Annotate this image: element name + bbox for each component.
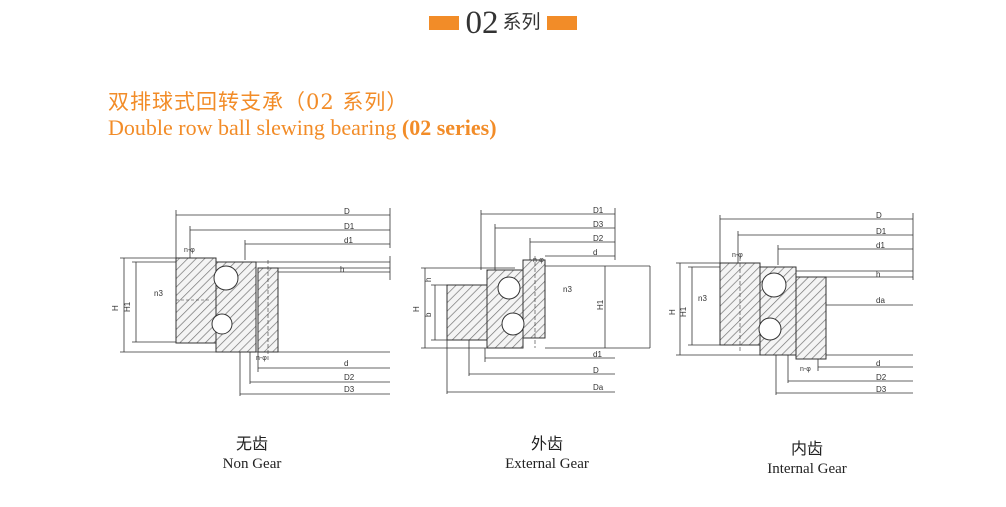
mounting-lines [250, 256, 391, 353]
dim-h: h [340, 265, 344, 274]
dim-n-phi-bottom: n-φ [800, 366, 811, 373]
series-label: 系列 [502, 12, 541, 33]
caption-external-gear-en: External Gear [505, 456, 589, 472]
mounting-lines [545, 265, 651, 349]
caption-non-gear-en: Non Gear [222, 456, 282, 472]
dim-D1-top: D1 [593, 206, 604, 215]
dim-D-bottom: D [593, 366, 599, 375]
dim-n3: n3 [154, 289, 163, 298]
dim-d1-bottom: d1 [593, 350, 602, 359]
upper-ball [213, 265, 239, 291]
dim-h: h [424, 278, 433, 282]
lower-ball [501, 312, 525, 336]
dim-d1-top: d1 [344, 236, 353, 245]
dim-d-bottom: d [876, 359, 880, 368]
dim-D2-bottom: D2 [344, 373, 355, 382]
title-english-prefix: Double row ball slewing bearing [108, 115, 402, 140]
title-english-bold: (02 series) [401, 115, 497, 140]
dimension-lines-top [719, 213, 914, 280]
dim-d-bottom: d [344, 359, 348, 368]
dim-H: H [111, 305, 120, 311]
dimension-lines-bottom [446, 340, 615, 394]
diagram-internal-gear: D D1 d1 H H1 h da n-φ n3 n-φ d D2 D3 [668, 211, 914, 395]
header-right-block [546, 16, 577, 30]
dim-D3-bottom: D3 [876, 385, 887, 394]
dim-d-top: d [593, 248, 597, 257]
dim-H: H [412, 306, 421, 312]
caption-external-gear-cn: 外齿 [530, 434, 563, 453]
dimension-lines-bottom [239, 352, 390, 396]
diagram-external-gear: D1 D3 D2 d H h b H1 n-φ n3 d1 D Da [412, 206, 651, 394]
caption-internal-gear-cn: 内齿 [790, 439, 823, 458]
dimension-lines-bottom [775, 355, 913, 395]
dim-da: da [876, 296, 885, 305]
dim-h: h [876, 270, 880, 279]
gear-ring-section [795, 276, 827, 360]
caption-internal-gear-en: Internal Gear [767, 461, 847, 477]
dim-H1: H1 [123, 301, 132, 312]
dim-n-phi: n-φ [533, 257, 544, 264]
dim-n-phi-bottom: n-φ [256, 355, 267, 362]
caption-internal-gear: 内齿 Internal Gear [737, 435, 877, 478]
upper-ball [761, 272, 787, 298]
dim-D2-bottom: D2 [876, 373, 887, 382]
title-chinese: 双排球式回转支承（02 系列） [108, 90, 409, 114]
caption-non-gear-cn: 无齿 [235, 434, 268, 453]
dimension-lines-top [480, 208, 616, 270]
diagram-non-gear: D D1 d1 H H1 h n-φ n3 n-φ d D2 D3 [111, 207, 391, 396]
series-header: 02 系列 [0, 6, 1006, 40]
title-english: Double row ball slewing bearing (02 seri… [108, 115, 497, 141]
dim-n-phi-top: n-φ [184, 247, 195, 254]
lower-ball [758, 317, 782, 341]
dim-n-phi-top: n-φ [732, 252, 743, 259]
dim-n3: n3 [563, 285, 572, 294]
dim-D-top: D [344, 207, 350, 216]
series-number: 02 [465, 5, 499, 41]
dim-d1-top: d1 [876, 241, 885, 250]
dim-H: H [668, 309, 677, 315]
upper-ball [497, 276, 521, 300]
dimension-lines-top [175, 208, 391, 260]
dim-D3-top: D3 [593, 220, 604, 229]
outer-ring-section [175, 257, 217, 344]
dim-D3-bottom: D3 [344, 385, 355, 394]
dim-D-top: D [876, 211, 882, 220]
header-left-block [429, 16, 460, 30]
mounting-lines [796, 270, 913, 356]
gear-ring-section [446, 284, 488, 341]
dim-b: b [424, 312, 433, 317]
caption-external-gear: 外齿 External Gear [477, 430, 617, 473]
lower-ball [211, 313, 233, 335]
dim-D2-top: D2 [593, 234, 604, 243]
dim-Da-bottom: Da [593, 383, 604, 392]
dim-D1-top: D1 [344, 222, 355, 231]
dim-H1: H1 [596, 299, 605, 310]
inner-ring-section [522, 259, 546, 339]
caption-non-gear: 无齿 Non Gear [182, 430, 322, 473]
dim-n3: n3 [698, 294, 707, 303]
dim-H1: H1 [679, 306, 688, 317]
dim-D1-top: D1 [876, 227, 887, 236]
